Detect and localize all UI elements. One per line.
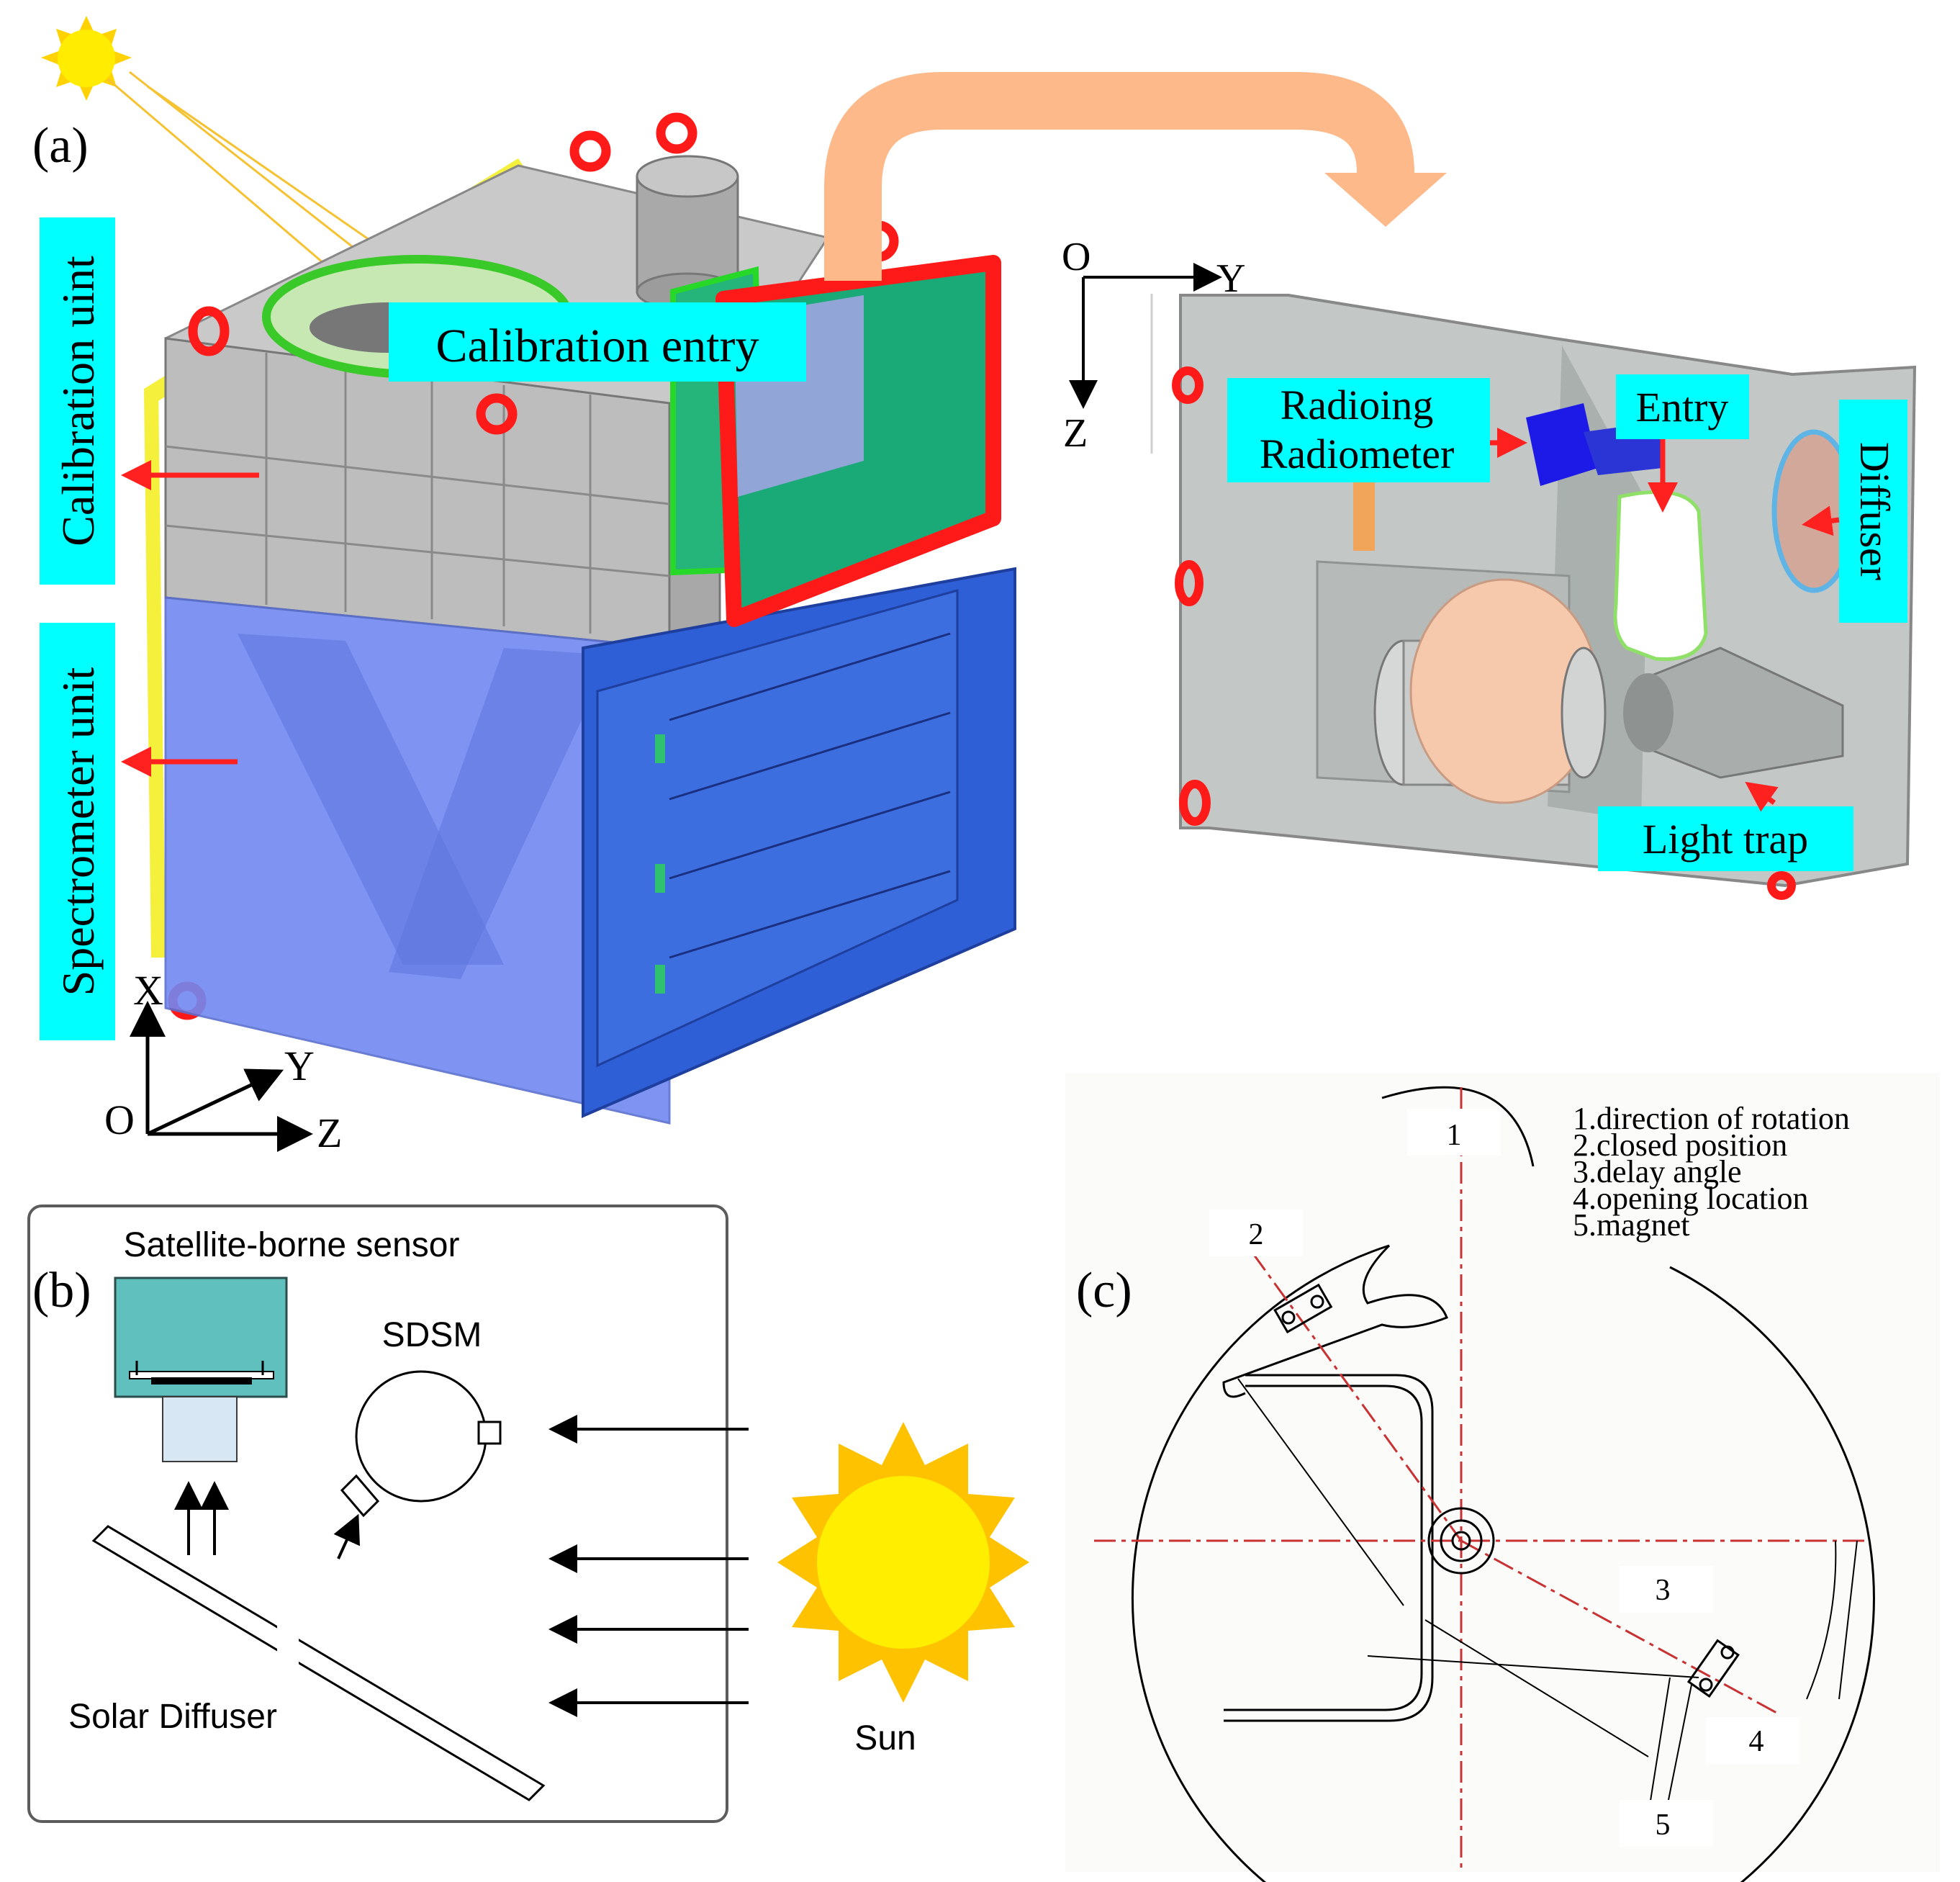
legend-item-1: 1.direction of rotation <box>1573 1101 1850 1136</box>
callouts: 1 2 3 4 5 <box>1209 1109 1799 1847</box>
shutter-blade-inner <box>1224 1385 1423 1711</box>
axis-x-label: X <box>133 967 163 1014</box>
calibration-entry-label: Calibration entry <box>435 320 759 372</box>
callout-box <box>1706 1717 1799 1764</box>
legend-item-4: 4.opening location <box>1573 1181 1809 1216</box>
sdsm-icon <box>340 1370 502 1518</box>
diffuser-arrow <box>1802 505 1840 536</box>
axis-z-label: Z <box>317 1109 342 1156</box>
dimension-lines <box>1237 1378 1858 1829</box>
light-trap-label: Light trap <box>1643 816 1808 863</box>
entry-box <box>1616 374 1749 439</box>
sdsm-label: SDSM <box>382 1316 482 1354</box>
reflected-ray <box>333 1513 360 1559</box>
sun-label: Sun <box>854 1719 916 1757</box>
housing-ribs <box>165 353 670 634</box>
spectrometer-strut <box>389 648 612 979</box>
solar-diffuser-label: Solar Diffuser <box>68 1698 277 1736</box>
sensor-icon <box>114 1277 288 1462</box>
callout-5: 5 <box>1656 1809 1671 1842</box>
light-trap-arrow <box>1745 781 1779 812</box>
callout-box <box>1620 1566 1713 1613</box>
calibration-unit-label: Calibration uint <box>53 256 104 546</box>
spectrometer-connectors <box>655 734 665 994</box>
sun-ray <box>107 78 355 289</box>
rotation-hub <box>1427 1507 1495 1575</box>
axis-origin-label: O <box>104 1097 135 1143</box>
panel-a-label: (a) <box>32 118 89 174</box>
axis-y-label: Y <box>284 1043 315 1089</box>
panel-c: (c) 1.direction of rotation 2.closed pos… <box>1065 1073 1940 1882</box>
sun-ray <box>129 71 398 282</box>
legend-item-3: 3.delay angle <box>1573 1154 1742 1189</box>
panel-c-legend: 1.direction of rotation 2.closed positio… <box>1573 1101 1850 1243</box>
transfer-arrow-head <box>1324 173 1447 227</box>
detail-axis-z-label: Z <box>1063 411 1088 456</box>
callout-box <box>1620 1800 1713 1847</box>
diffuser-label: Diffuser <box>1851 442 1898 580</box>
radiometer-label-line1: Radioing <box>1281 382 1434 428</box>
calibration-unit-box <box>40 217 115 585</box>
opening-location-mount <box>1686 1639 1740 1698</box>
panel-b-label: (b) <box>32 1263 91 1318</box>
detail-axis-y-label: Y <box>1216 256 1245 301</box>
legend-item-2: 2.closed position <box>1573 1127 1787 1163</box>
sensor-label: Satellite-borne sensor <box>124 1226 460 1264</box>
closed-position-mount <box>1273 1283 1333 1334</box>
legend-item-5: 5.magnet <box>1573 1207 1690 1243</box>
radiometer-label-line2: Radiometer <box>1260 431 1455 477</box>
detail-axis-origin-label: O <box>1062 235 1090 279</box>
callout-1: 1 <box>1447 1119 1462 1152</box>
solar-diffuser-plate <box>91 1525 546 1801</box>
panel-c-label: (c) <box>1076 1263 1132 1318</box>
yellow-edge <box>144 389 166 958</box>
callout-3: 3 <box>1656 1574 1671 1607</box>
shutter-blade <box>1224 1374 1434 1722</box>
panel-c-background <box>1065 1073 1940 1872</box>
detail-view: O Y Z <box>1062 235 1917 900</box>
transfer-arrow <box>824 72 1414 281</box>
calibration-entry-box <box>389 302 806 382</box>
callout-box <box>1407 1109 1501 1156</box>
callout-4: 4 <box>1749 1725 1764 1758</box>
plate-gap <box>277 1624 299 1681</box>
sun-icon <box>777 1422 1029 1703</box>
rotation-arc <box>1381 1086 1535 1167</box>
diffuser-box <box>1839 400 1907 623</box>
light-trap-box <box>1598 806 1853 871</box>
panel-a: (a) <box>32 16 1917 1156</box>
callout-2: 2 <box>1249 1218 1264 1251</box>
spectrometer-slots <box>669 632 951 959</box>
axes-main: X Y Z O <box>104 967 342 1156</box>
shutter-notch <box>1222 1244 1448 1398</box>
radiometer-box <box>1227 378 1490 482</box>
spectrometer-inner-panel <box>596 589 959 1068</box>
callout-box <box>1209 1210 1303 1256</box>
shutter-disc-outline <box>1131 1244 1875 1882</box>
centerlines <box>1094 1087 1864 1872</box>
spectrometer-unit-label: Spectrometer unit <box>53 667 104 996</box>
panel-b: (b) Satellite-borne sensor SDSM Solar Di… <box>27 1205 1029 1823</box>
spectrometer-unit-box <box>40 623 115 1040</box>
entry-label: Entry <box>1636 384 1729 431</box>
